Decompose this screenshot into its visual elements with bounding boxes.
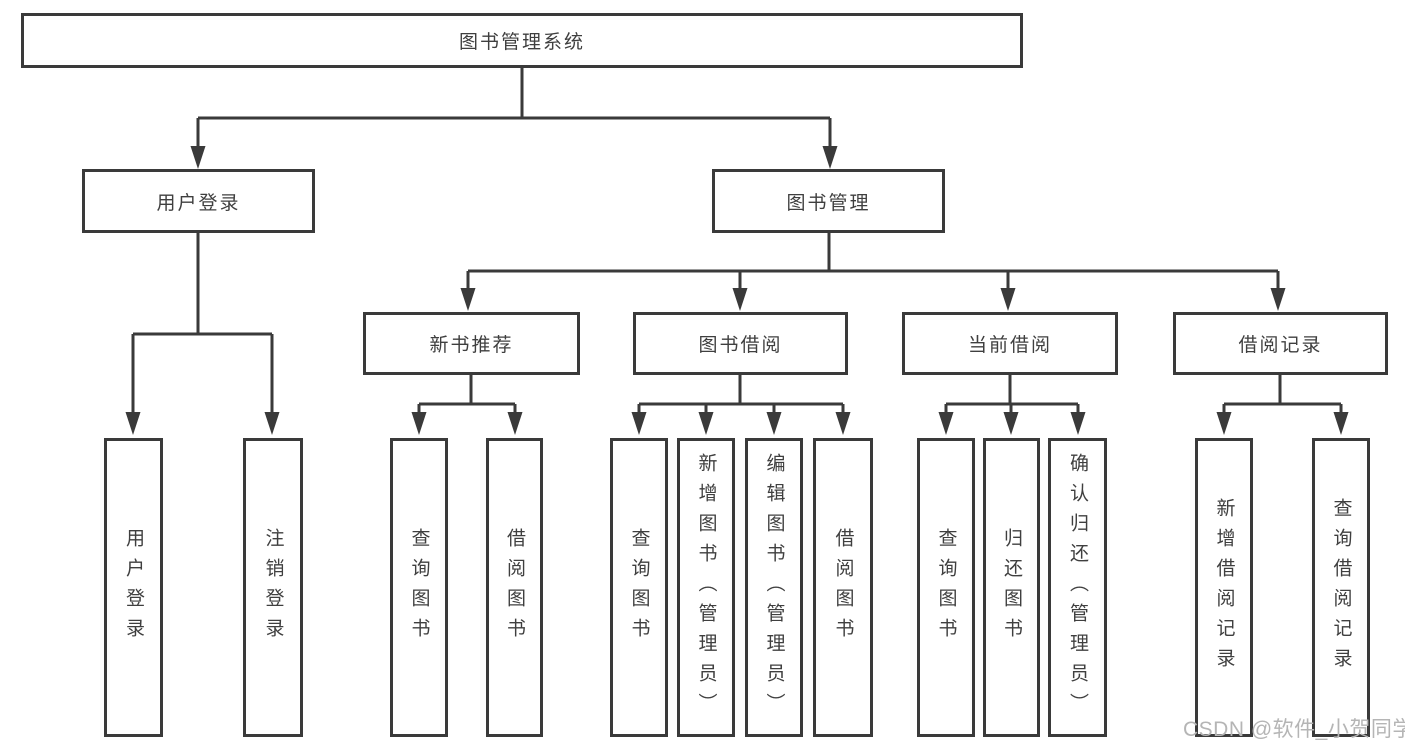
node-book-management: 图书管理	[712, 169, 945, 233]
leaf-label: 新增图书（管理员）	[695, 452, 717, 723]
leaf-label: 确认归还（管理员）	[1067, 452, 1088, 723]
csdn-watermark: CSDN @软件_小贺同学	[1183, 718, 1405, 741]
leaf-query-borrow-record: 查询借阅记录	[1312, 438, 1370, 737]
leaf-label: 借阅图书	[504, 527, 525, 648]
leaf-label: 归还图书	[1001, 527, 1022, 648]
leaf-add-book-admin: 新增图书（管理员）	[677, 438, 735, 737]
leaf-borrow-books-1: 借阅图书	[486, 438, 543, 737]
leaf-label: 用户登录	[123, 527, 144, 648]
leaf-label: 借阅图书	[832, 527, 854, 648]
leaf-query-books-2: 查询图书	[610, 438, 668, 737]
leaf-query-books-1: 查询图书	[390, 438, 448, 737]
arrowheads	[125, 146, 1349, 435]
node-current-borrowing: 当前借阅	[902, 312, 1118, 375]
leaf-label: 查询借阅记录	[1330, 497, 1352, 678]
leaf-label: 注销登录	[262, 527, 284, 648]
leaf-label: 编辑图书（管理员）	[763, 452, 785, 723]
leaf-user-login: 用户登录	[104, 438, 163, 737]
node-borrow-records: 借阅记录	[1173, 312, 1388, 375]
leaf-edit-book-admin: 编辑图书（管理员）	[745, 438, 803, 737]
leaf-label: 新增借阅记录	[1213, 497, 1235, 678]
leaf-confirm-return-admin: 确认归还（管理员）	[1048, 438, 1107, 737]
leaf-logout: 注销登录	[243, 438, 303, 737]
leaf-query-books-3: 查询图书	[917, 438, 975, 737]
leaf-label: 查询图书	[935, 527, 957, 648]
node-new-book-recommend: 新书推荐	[363, 312, 580, 375]
node-library-system: 图书管理系统	[21, 13, 1023, 68]
node-book-borrowing: 图书借阅	[633, 312, 848, 375]
leaf-label: 查询图书	[628, 527, 650, 648]
leaf-return-books: 归还图书	[983, 438, 1040, 737]
leaf-label: 查询图书	[408, 527, 430, 648]
leaf-add-borrow-record: 新增借阅记录	[1195, 438, 1253, 737]
leaf-borrow-books-2: 借阅图书	[813, 438, 873, 737]
node-user-login: 用户登录	[82, 169, 315, 233]
